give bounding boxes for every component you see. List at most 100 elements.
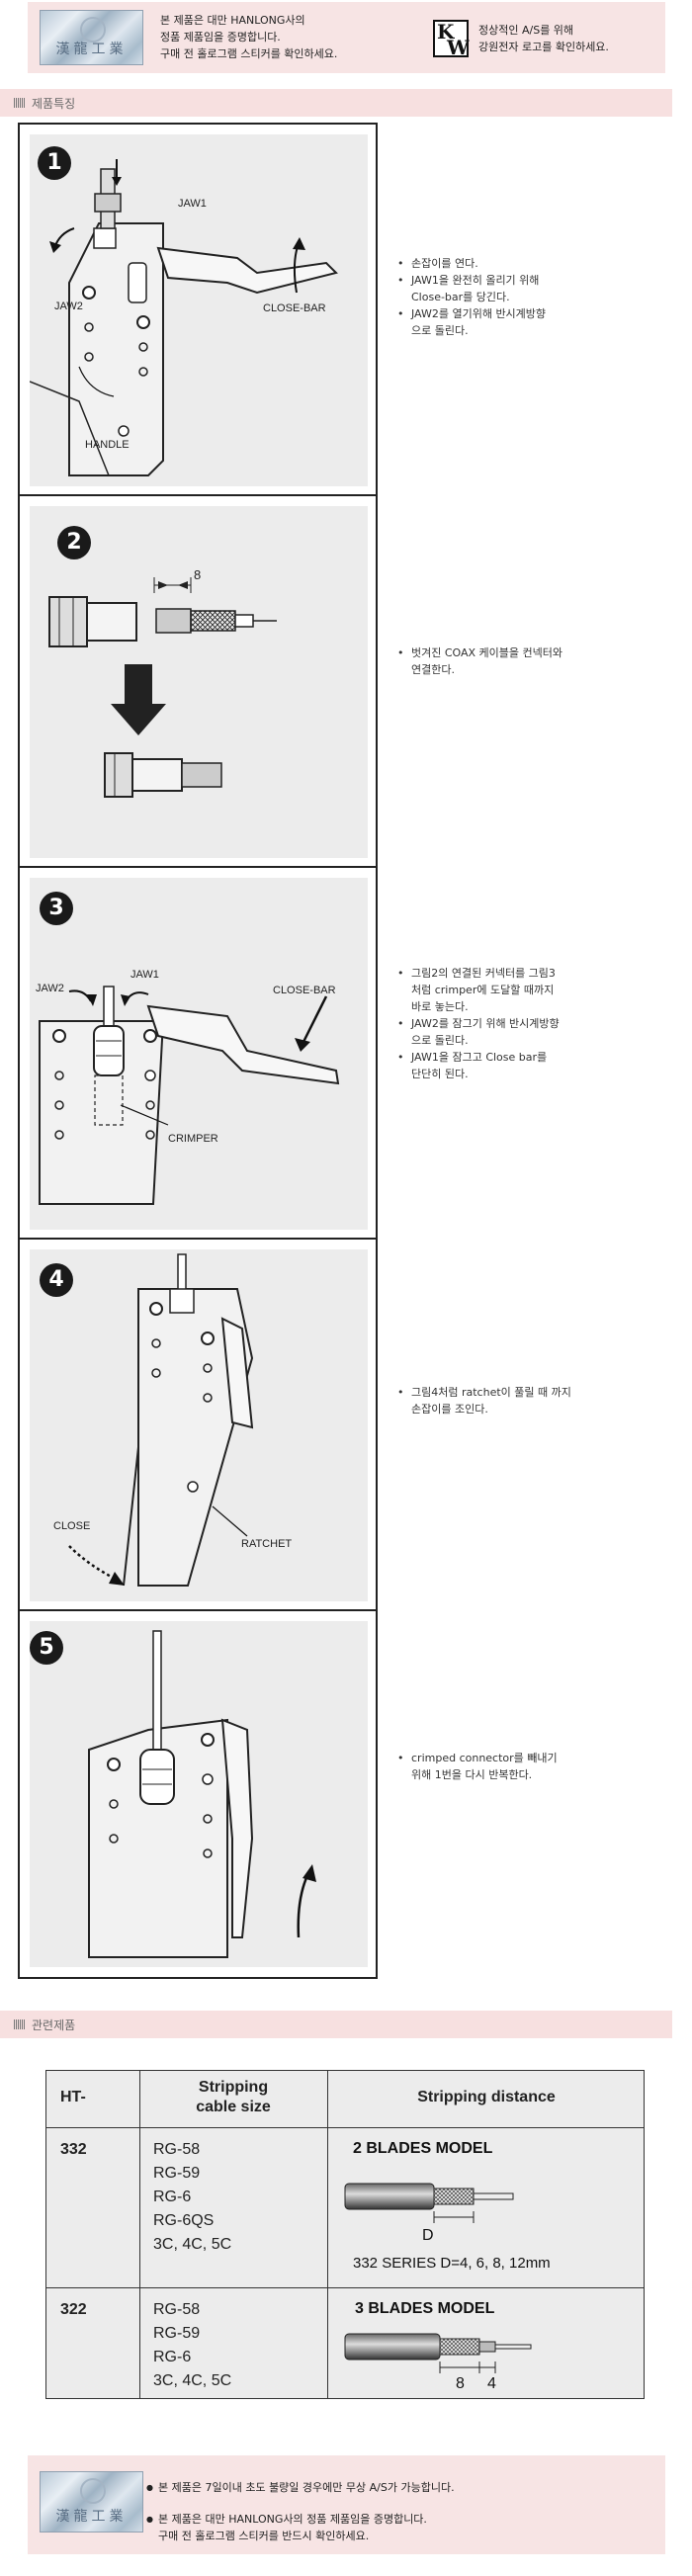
step-5-desc-line: crimped connector를 빼내기 <box>397 1750 558 1766</box>
row-cable: RG-58 <box>153 2301 201 2318</box>
hologram-sticker: 漢龍工業 <box>40 10 143 65</box>
row-dim-d: D <box>422 2227 434 2244</box>
step-5-description: crimped connector를 빼내기 위해 1번을 다시 반복한다. <box>397 1750 558 1783</box>
features-section-header: 제품특징 <box>0 89 672 117</box>
step-1-desc-line: 손잡이를 연다. <box>397 255 546 272</box>
step-1-illustration <box>29 134 368 486</box>
cable-diagram-2-blade <box>344 2183 514 2223</box>
step-2: 2 8 <box>20 496 376 868</box>
top-banner: 漢龍工業 본 제품은 대만 HANLONG사의 정품 제품임을 증명합니다. 구… <box>28 2 665 73</box>
header-cable-size-1: Stripping <box>198 2079 269 2096</box>
bottom-note-1: 본 제품은 7일이내 초도 불량일 경우에만 무상 A/S가 가능합니다. <box>146 2479 455 2496</box>
step-1-desc-line: JAW1을 완전히 올리기 위해 <box>397 272 546 289</box>
step-3-label-jaw2: JAW2 <box>36 983 64 994</box>
row-blades-model: 3 BLADES MODEL <box>355 2300 495 2317</box>
related-title: 관련제품 <box>32 2018 76 2032</box>
row-blades-model: 2 BLADES MODEL <box>353 2140 493 2157</box>
step-1-desc-line: JAW2를 열기위해 반시계방향 <box>397 305 546 322</box>
table-row: 332 RG-58 RG-59 RG-6 RG-6QS 3C, 4C, 5C 2… <box>46 2128 644 2288</box>
banner-right-text-2: 강원전자 로고를 확인하세요. <box>478 41 609 53</box>
step-1-label-jaw2: JAW2 <box>54 301 83 312</box>
step-3-number: 3 <box>40 892 73 925</box>
bottom-banner: 漢龍工業 <box>28 2455 665 2554</box>
bottom-note-2: 본 제품은 대만 HANLONG사의 정품 제품임을 증명합니다. <box>146 2511 427 2528</box>
step-3-label-jaw1: JAW1 <box>130 969 159 981</box>
step-4-drawing <box>68 1253 254 1587</box>
section-square-icon <box>14 2019 26 2029</box>
step-2-illustration <box>30 506 368 858</box>
step-4-number: 4 <box>40 1263 73 1297</box>
section-square-icon <box>14 98 26 108</box>
step-3-label-closebar: CLOSE-BAR <box>273 985 336 996</box>
step-4-desc-line: 그림4처럼 ratchet이 풀릴 때 까지 <box>397 1384 571 1401</box>
step-3-illustration <box>30 878 368 1230</box>
step-3-drawing <box>39 986 340 1205</box>
step-4: 4 CLOSE RATCHET <box>20 1240 376 1611</box>
step-1-description: 손잡이를 연다. JAW1을 완전히 올리기 위해 Close-bar를 당긴다… <box>397 255 546 339</box>
header-cable-size-2: cable size <box>196 2099 271 2115</box>
features-title: 제품특징 <box>32 97 76 111</box>
step-4-illustration <box>30 1249 368 1601</box>
banner-text-2: 정품 제품임을 증명합니다. <box>160 31 281 43</box>
hologram-sticker: 漢龍工業 <box>40 2471 143 2533</box>
step-3-desc-line: 그림2의 연결된 커넥터를 그림3 <box>397 965 560 982</box>
hologram-text: 漢龍工業 <box>55 42 128 57</box>
row-cable: RG-6QS <box>153 2212 215 2229</box>
hologram-emblem <box>80 17 106 43</box>
step-3: 3 JAW2 JAW1 CLOSE-BAR CRIMPER <box>20 868 376 1240</box>
step-2-number: 2 <box>57 526 91 559</box>
step-5: 5 <box>20 1611 376 1977</box>
related-section-header: 관련제품 <box>0 2011 672 2038</box>
step-5-number: 5 <box>30 1631 63 1665</box>
step-3-desc-line: JAW2를 잠그기 위해 반시계방향 <box>397 1015 560 1032</box>
hologram-text: 漢龍工業 <box>55 2509 128 2525</box>
step-3-desc-line: JAW1을 잠그고 Close bar를 <box>397 1049 560 1066</box>
row-cable: RG-58 <box>153 2141 201 2158</box>
step-3-desc-line: 으로 돌린다. <box>411 1034 469 1047</box>
step-2-desc-line: 벗겨진 COAX 케이블을 컨넥터와 <box>397 644 562 661</box>
step-4-desc-line: 손잡이를 조인다. <box>411 1403 488 1416</box>
header-ht: HT- <box>60 2089 86 2105</box>
step-1-desc-line: Close-bar를 당긴다. <box>411 291 510 303</box>
row-cable: RG-59 <box>153 2325 201 2342</box>
step-3-desc-line: 바로 놓는다. <box>411 1000 469 1013</box>
table-header-row: HT- Stripping cable size Stripping dista… <box>46 2071 644 2128</box>
row-model: 332 <box>60 2141 87 2158</box>
bottom-note-2b: 구매 전 홀로그램 스티커를 반드시 확인하세요. <box>146 2528 369 2544</box>
step-5-illustration <box>30 1621 368 1967</box>
step-1-number: 1 <box>38 146 71 180</box>
step-3-label-crimper: CRIMPER <box>168 1133 218 1145</box>
hologram-emblem <box>80 2478 106 2504</box>
step-3-desc-line: 처럼 crimper에 도달할 때까지 <box>411 984 555 996</box>
step-2-drawing <box>48 577 277 798</box>
banner-text-1: 본 제품은 대만 HANLONG사의 <box>160 14 305 27</box>
step-3-description: 그림2의 연결된 커넥터를 그림3 처럼 crimper에 도달할 때까지 바로… <box>397 965 560 1082</box>
header-stripping-distance: Stripping distance <box>417 2089 556 2105</box>
banner-right-text-1: 정상적인 A/S를 위해 <box>478 24 574 37</box>
row-dim-8: 8 <box>456 2375 465 2392</box>
row-cable: RG-6 <box>153 2349 192 2365</box>
related-products-table: HT- Stripping cable size Stripping dista… <box>45 2070 645 2399</box>
step-1-label-handle: HANDLE <box>85 439 130 451</box>
step-5-desc-line: 위해 1번을 다시 반복한다. <box>411 1768 533 1781</box>
bottom-note-2-cont: 구매 전 홀로그램 스티커를 반드시 확인하세요. <box>158 2530 370 2542</box>
cable-diagram-3-blade <box>344 2333 532 2373</box>
steps-table: 1 JAW1 JAW2 CLOSE-BAR HANDLE <box>18 123 378 1979</box>
step-1: 1 JAW1 JAW2 CLOSE-BAR HANDLE <box>20 125 376 496</box>
row-series-text: 332 SERIES D=4, 6, 8, 12mm <box>353 2255 551 2272</box>
step-2-label-dim: 8 <box>194 567 202 582</box>
row-model: 322 <box>60 2301 87 2318</box>
kw-logo: K W <box>433 20 469 59</box>
row-cable: RG-59 <box>153 2165 201 2182</box>
row-cable: RG-6 <box>153 2189 192 2205</box>
row-cable: 3C, 4C, 5C <box>153 2236 232 2253</box>
step-4-label-ratchet: RATCHET <box>241 1538 293 1550</box>
banner-text-3: 구매 전 홀로그램 스티커를 확인하세요. <box>160 47 338 60</box>
step-4-description: 그림4처럼 ratchet이 풀릴 때 까지 손잡이를 조인다. <box>397 1384 571 1417</box>
row-cable: 3C, 4C, 5C <box>153 2372 232 2389</box>
step-1-desc-line: 으로 돌린다. <box>411 324 469 337</box>
step-2-description: 벗겨진 COAX 케이블을 컨넥터와 연결한다. <box>397 644 562 678</box>
step-3-desc-line: 단단히 된다. <box>411 1068 469 1080</box>
step-1-label-closebar: CLOSE-BAR <box>263 302 326 314</box>
step-4-label-close: CLOSE <box>53 1520 91 1532</box>
